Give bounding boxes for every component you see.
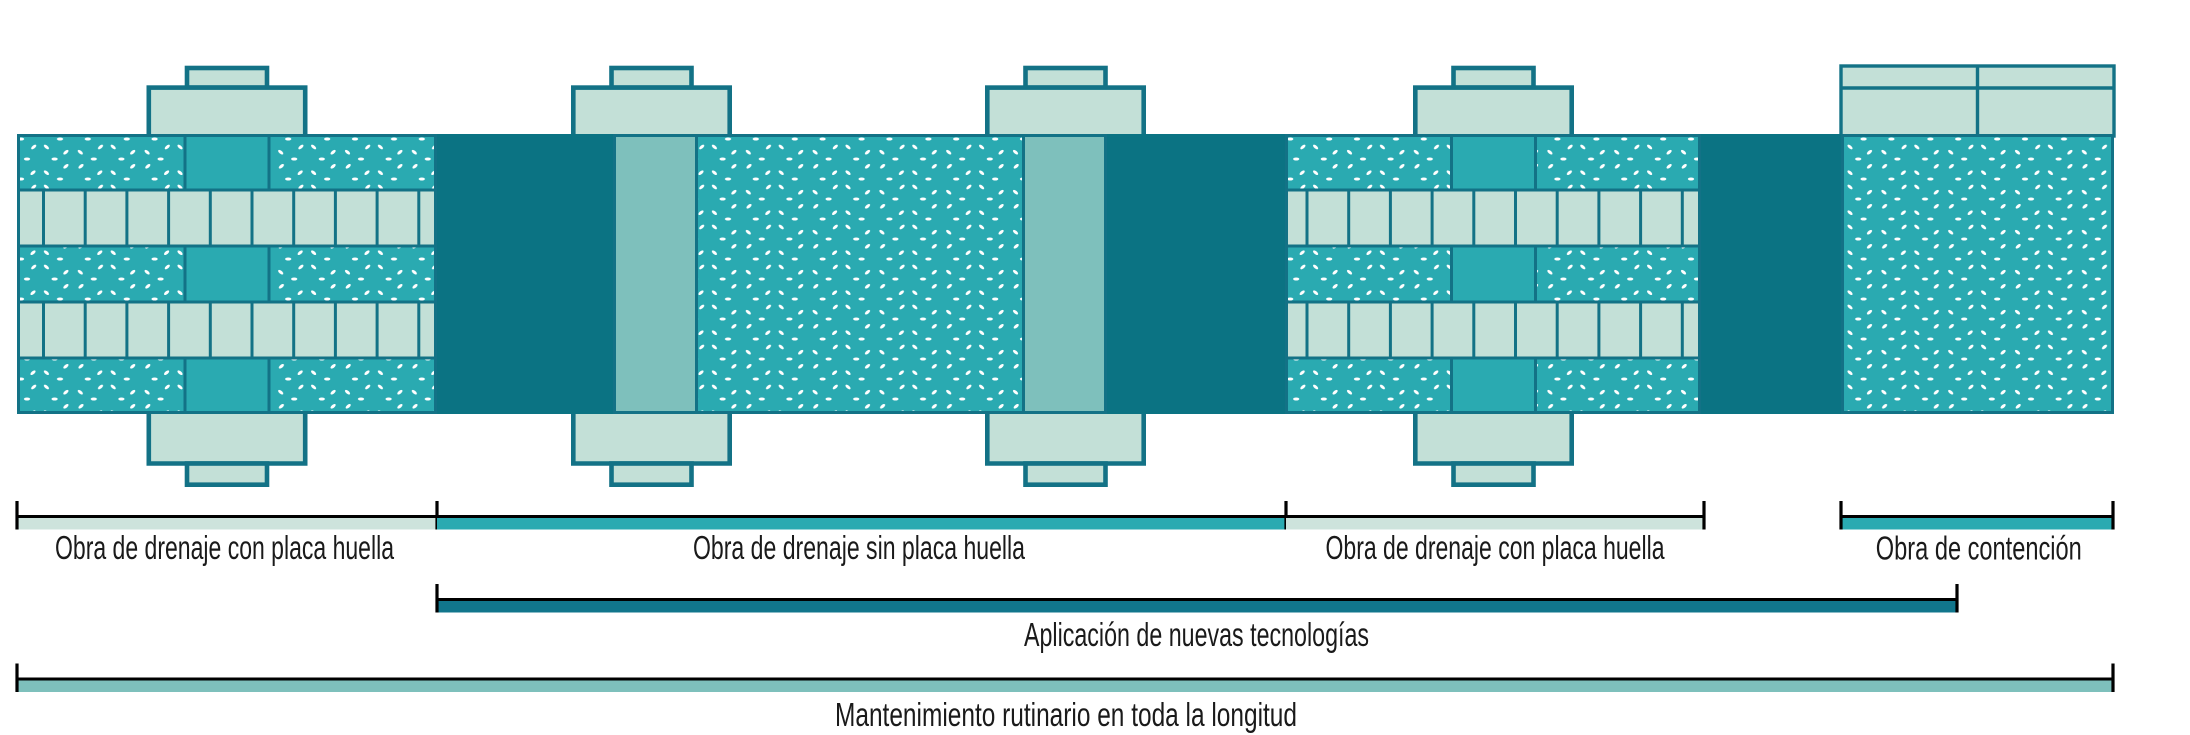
svg-text:Mantenimiento rutinario en tod: Mantenimiento rutinario en toda la longi… [835, 696, 1297, 733]
svg-text:Obra de contención: Obra de contención [1876, 530, 2082, 567]
svg-text:Aplicación de nuevas tecnologí: Aplicación de nuevas tecnologías [1024, 616, 1369, 653]
svg-text:Obra de drenaje sin placa huel: Obra de drenaje sin placa huella [693, 529, 1025, 566]
svg-text:Obra de drenaje con placa huel: Obra de drenaje con placa huella [1326, 529, 1665, 566]
svg-text:Obra de drenaje con placa huel: Obra de drenaje con placa huella [55, 529, 394, 566]
